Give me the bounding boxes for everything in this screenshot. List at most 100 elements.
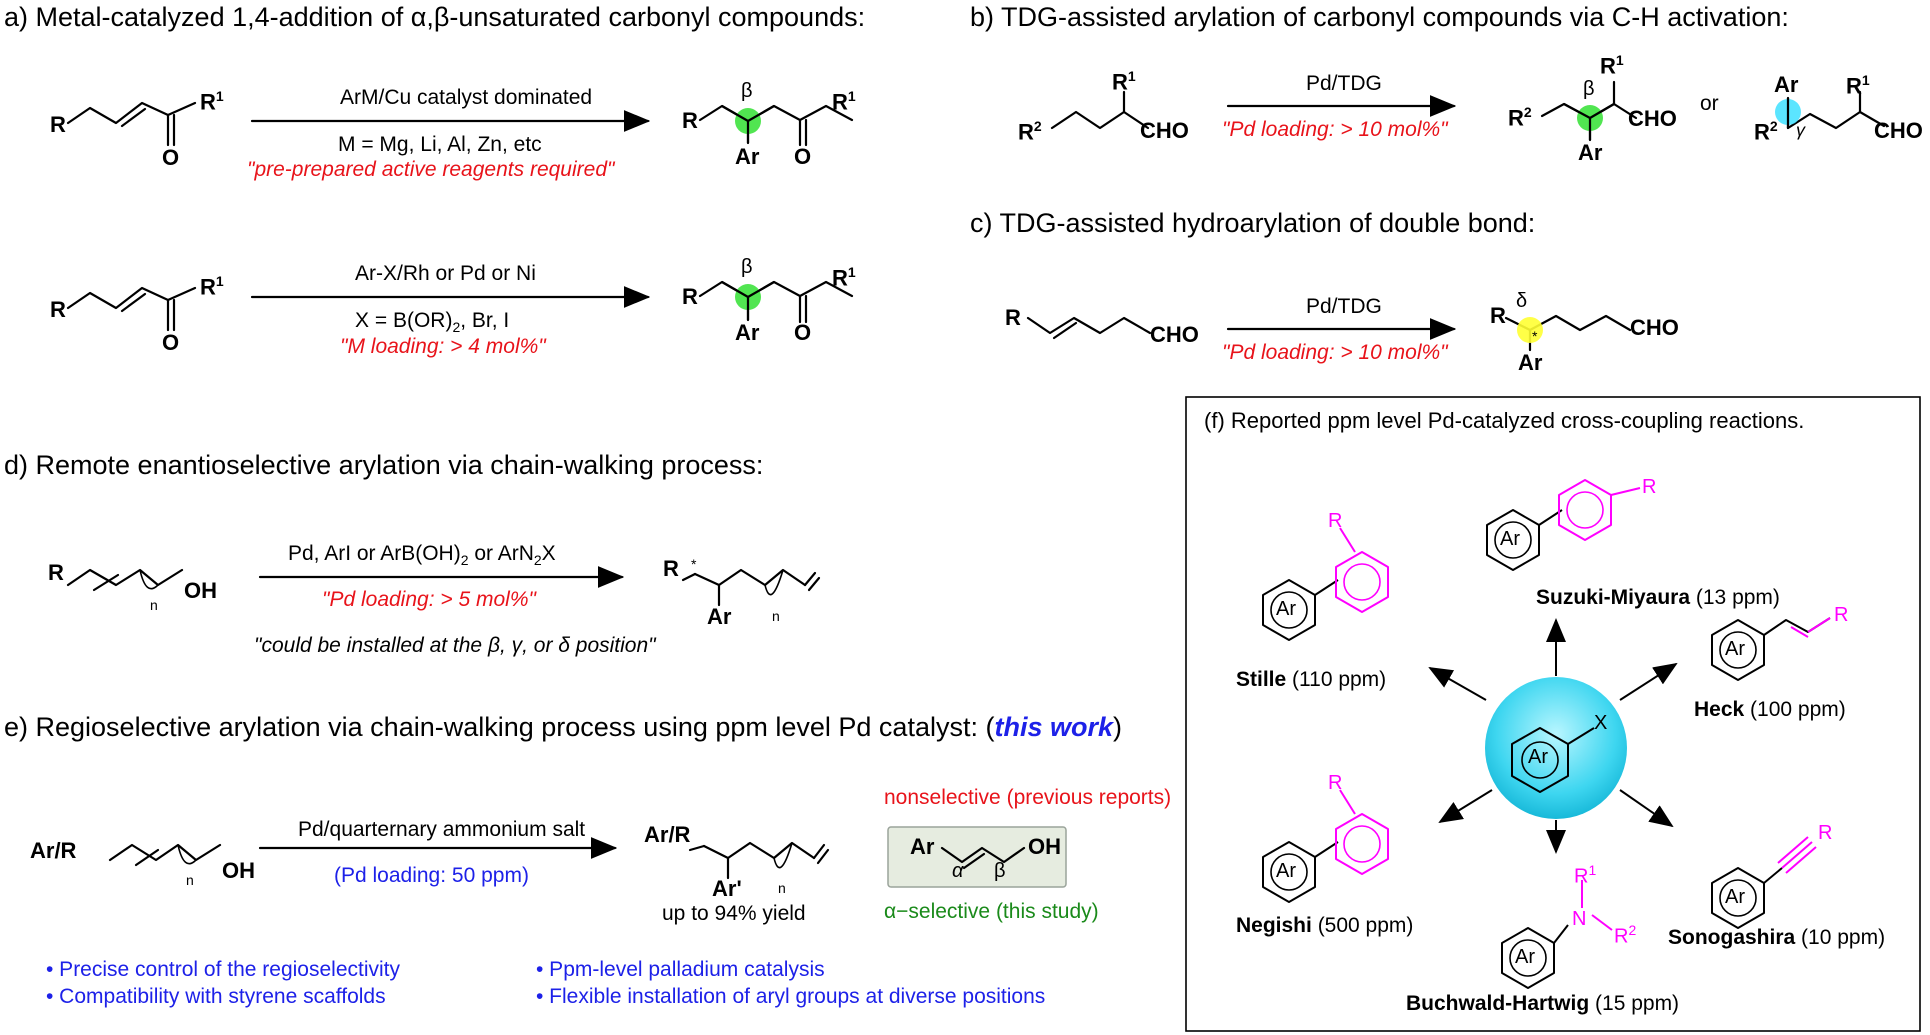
label-n: n [772,608,780,624]
label-R1: R1 [1112,68,1136,95]
c-conditions-top: Pd/TDG [1306,295,1382,318]
section-e-title: e) Regioselective arylation via chain-wa… [4,712,1122,743]
negishi-ar: Ar [1276,860,1296,882]
bullet-styrene: • Compatibility with styrene scaffolds [46,985,386,1008]
e-conditions-top: Pd/quarternary ammonium salt [298,818,586,841]
d-note: "Pd loading: > 5 mol%" [322,588,536,611]
section-c-title: c) TDG-assisted hydroarylation of double… [970,208,1536,238]
label-R: R [48,560,64,585]
label-CHO: CHO [1140,118,1189,143]
a2-conditions-mid: X = B(OR)2, Br, I [355,309,510,336]
center-x: X [1594,712,1608,734]
remote-arylated-aldehyde-d [681,568,821,607]
label-beta: β [1583,78,1595,100]
label-n: n [186,872,194,888]
label-ArR: Ar/R [644,822,691,847]
label-R: R [1005,305,1021,330]
a2-note: "M loading: > 4 mol%" [340,335,546,358]
alkenol-substrate-d [66,568,184,592]
a1-conditions-top: ArM/Cu catalyst dominated [340,86,593,109]
label-O: O [162,330,180,355]
bullet-ppm: • Ppm-level palladium catalysis [536,958,825,981]
section-d-title: d) Remote enantioselective arylation via… [4,450,764,480]
label-R1: R1 [832,264,856,291]
label-R2: R2 [1508,104,1532,131]
heck-name: Heck (100 ppm) [1694,698,1846,721]
label-delta: δ [1516,290,1528,312]
bullet-regioselectivity: • Precise control of the regioselectivit… [46,958,401,981]
cinnamyl-alcohol-box [887,826,1067,888]
stereo-star: * [691,556,697,572]
label-Ar: Ar [735,144,760,169]
label-R: R [50,112,66,137]
stille-r: R [1328,510,1343,532]
sonogashira-r: R [1818,822,1833,844]
e-selective: α−selective (this study) [884,900,1099,923]
label-R1: R1 [832,88,856,115]
c-note: "Pd loading: > 10 mol%" [1222,341,1448,364]
label-Arp: Ar' [712,876,742,901]
label-CHO: CHO [1874,118,1923,143]
beta-aryl-product-2 [698,280,854,324]
enone-substrate-2 [66,286,197,332]
label-CHO: CHO [1150,322,1199,347]
label-R: R [1490,303,1506,328]
label-Ar: Ar [1774,72,1799,97]
suzuki-name: Suzuki-Miyaura (13 ppm) [1536,586,1780,609]
heck-ar: Ar [1725,638,1745,660]
sonogashira-ar: Ar [1725,886,1745,908]
label-beta: β [741,256,753,278]
label-beta: β [994,860,1006,882]
section-b-title: b) TDG-assisted arylation of carbonyl co… [970,2,1789,32]
d-position-note: "could be installed at the β, γ, or δ po… [254,634,656,657]
label-R: R [50,297,66,322]
suzuki-r: R [1642,476,1657,498]
e-pd-loading: (Pd loading: 50 ppm) [334,864,529,887]
a1-note: "pre-prepared active reagents required" [247,158,615,181]
label-ArR: Ar/R [30,838,77,863]
label-Ar: Ar [910,834,935,859]
label-R2: R2 [1018,118,1042,145]
sonogashira-name: Sonogashira (10 ppm) [1668,926,1886,949]
buchwald-name: Buchwald-Hartwig (15 ppm) [1406,992,1680,1015]
panel-f [1185,396,1921,1032]
label-R1: R1 [1846,72,1870,99]
delta-highlight-c [1517,317,1543,343]
section-e-title-text: e) Regioselective arylation via chain-wa… [4,712,995,742]
label-O: O [794,320,812,345]
negishi-name: Negishi (500 ppm) [1236,914,1414,937]
alkenal-substrate-c [1026,316,1152,340]
bullet-flexible: • Flexible installation of aryl groups a… [536,985,1046,1008]
b-or: or [1700,92,1719,115]
buchwald-r1: R1 [1574,862,1597,888]
label-OH: OH [222,858,255,883]
label-OH: OH [184,578,217,603]
label-n: n [778,880,786,896]
label-O: O [794,144,812,169]
alkenol-substrate-e [108,843,222,867]
negishi-r: R [1328,772,1343,794]
aryl-halide-ball [1485,677,1627,819]
label-O: O [162,145,180,170]
buchwald-ar: Ar [1515,946,1535,968]
label-beta: β [741,80,753,102]
arylated-aldehyde-e [688,841,830,880]
a2-conditions-top: Ar-X/Rh or Pd or Ni [355,262,536,285]
stereo-star: * [1532,328,1538,344]
aldehyde-substrate-b [1050,90,1150,130]
section-f-title: (f) Reported ppm level Pd-catalyzed cros… [1204,408,1805,433]
label-R1: R1 [200,88,224,115]
label-Ar: Ar [1518,350,1543,375]
label-Ar: Ar [707,604,732,629]
heck-r: R [1834,604,1849,626]
label-R1: R1 [1600,52,1624,79]
buchwald-n: N [1572,908,1587,930]
cinnamyl-alcohol [940,846,1026,870]
label-R1: R1 [200,273,224,300]
buchwald-r2: R2 [1614,922,1637,948]
label-OH: OH [1028,834,1061,859]
label-alpha: α [952,860,964,882]
this-work-emphasis: this work [994,712,1113,742]
b-conditions-top: Pd/TDG [1306,72,1382,95]
